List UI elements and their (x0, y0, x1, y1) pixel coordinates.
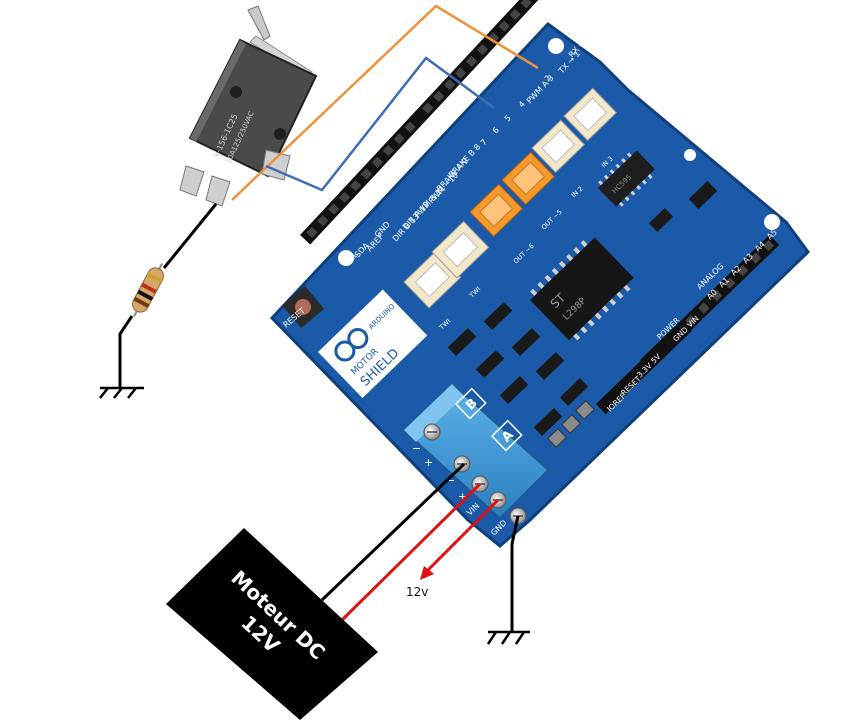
l298p-chip: ST L298P (530, 237, 634, 341)
terminal-minus-b: − (412, 442, 421, 455)
connector-in-2[interactable] (531, 119, 586, 174)
diode (533, 407, 563, 437)
mount-hole (764, 214, 780, 230)
capacitors (547, 400, 595, 448)
diodes (447, 180, 718, 437)
mount-hole (548, 38, 564, 54)
diode (559, 377, 589, 407)
terminal-minus-a: − (446, 474, 455, 487)
terminal-screw[interactable] (423, 423, 441, 441)
wire-black-switch-resistor (162, 203, 218, 269)
wire-red-12v (424, 498, 500, 574)
motor-shield-board: RX ← 0 TX → 1 2 PWM A 3 4 5 6 7 BRAKE B … (269, 0, 810, 548)
mount-hole (338, 250, 354, 266)
wire-black-gnd (510, 515, 520, 632)
microswitch: V-156-1C25 10A125/250VAC (179, 5, 318, 207)
dc-motor: Moteur DC 12V (166, 528, 378, 720)
wire-blue (265, 56, 495, 192)
pin-label-d5: 5 (503, 114, 513, 124)
diode (535, 351, 565, 381)
wire-orange (231, 4, 539, 201)
wire-red-motor (340, 482, 482, 622)
terminal-plus-b: + (424, 456, 433, 469)
reset-button[interactable] (281, 285, 325, 329)
wires (118, 4, 539, 632)
diode (483, 301, 513, 331)
switch-body (188, 38, 318, 178)
connector-out-5[interactable] (501, 151, 556, 206)
ground-symbol-right (486, 630, 530, 645)
diode (447, 327, 477, 357)
voltage-label: 12v (406, 585, 428, 599)
wire-black-motor (320, 462, 466, 602)
pin-label-d7: 7 (479, 138, 489, 148)
resistor (131, 263, 165, 317)
power-header (596, 320, 693, 415)
digital-header (300, 0, 543, 245)
motor-body (166, 528, 378, 720)
switch-hole (230, 86, 242, 98)
diode (499, 375, 529, 405)
connector-twi-2[interactable] (431, 220, 490, 279)
pin-label-d6: 6 (491, 126, 501, 136)
terminal-plus-a: + (458, 490, 467, 503)
connector-out-6[interactable] (469, 183, 524, 238)
mount-hole (684, 149, 696, 161)
switch-lever[interactable] (247, 5, 271, 41)
switch-tab (179, 165, 205, 197)
diode (688, 180, 718, 210)
ground-symbol-left (99, 386, 144, 399)
wire-black-resistor-ground (118, 315, 134, 388)
tinkerkit-connectors (403, 87, 618, 309)
switch-hole (274, 128, 286, 140)
pin-label-d4: 4 (517, 100, 527, 110)
switch-tab (205, 175, 231, 207)
arrow-12v (420, 566, 434, 580)
diode (648, 208, 674, 232)
diode (511, 327, 541, 357)
small-ic: HC595 (598, 150, 655, 207)
arduino-logo-icon (334, 328, 369, 362)
arduino-logo-area: ARDUINO MOTOR SHIELD (318, 289, 428, 399)
pin-label-d2: 2 (543, 74, 553, 84)
connector-in-3[interactable] (563, 87, 618, 142)
diode (475, 349, 505, 379)
